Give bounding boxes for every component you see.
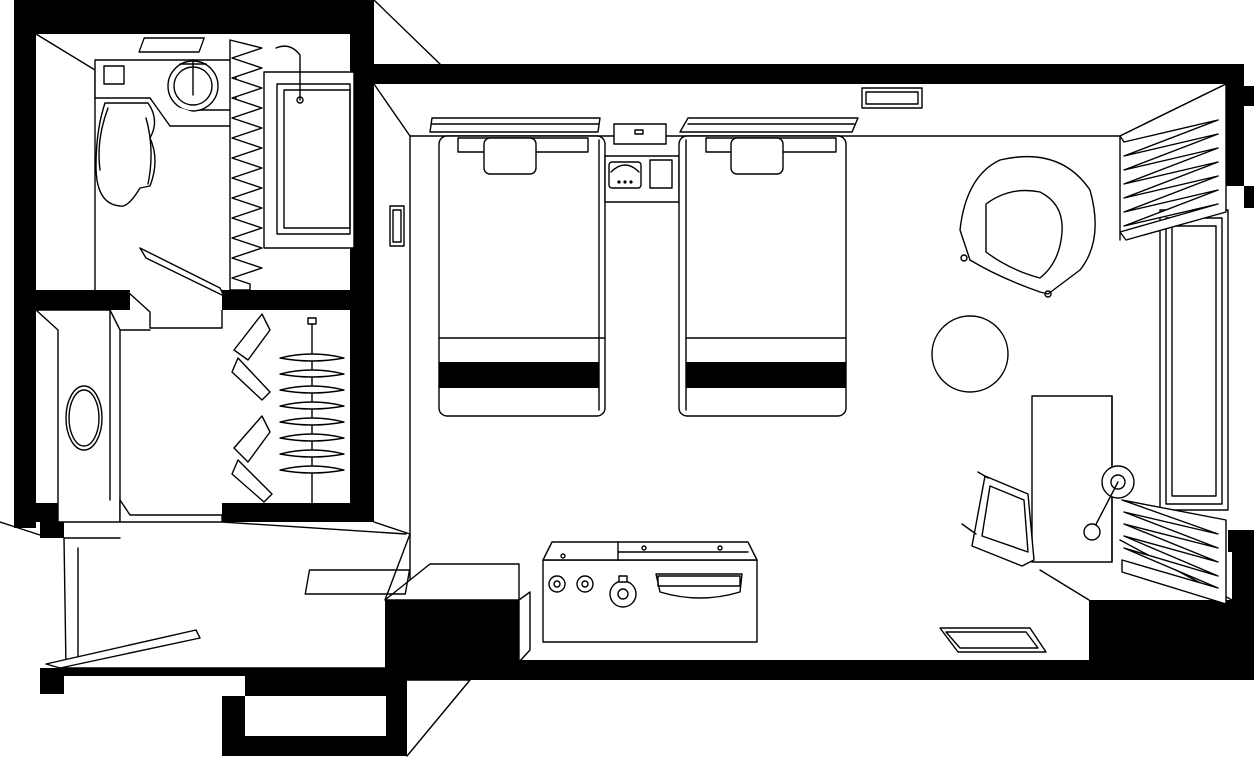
wall-tv-block xyxy=(385,600,519,662)
nightstand xyxy=(604,123,680,203)
bed-right xyxy=(678,117,859,417)
towel-rack xyxy=(138,37,205,53)
bathroom xyxy=(35,33,355,329)
wall-closet-bottom-right xyxy=(222,503,374,522)
telephone xyxy=(608,161,642,189)
entry-door xyxy=(45,629,201,669)
soap-dish xyxy=(103,65,125,85)
luggage-bench xyxy=(304,563,531,663)
armchair xyxy=(959,155,1096,298)
closet xyxy=(35,309,345,523)
wall-left xyxy=(14,0,36,528)
wall-panel xyxy=(389,205,405,247)
wall-right-mid-cap xyxy=(1244,186,1254,208)
headboard-right xyxy=(679,117,859,133)
wall-bottom-right xyxy=(385,552,1254,680)
notepad xyxy=(649,159,673,189)
washbasin xyxy=(167,59,219,112)
vanity-shelf xyxy=(149,97,236,127)
shower xyxy=(263,45,355,249)
pillow-right xyxy=(730,137,784,175)
wall-top-bedroom xyxy=(374,64,1244,84)
curtain-bottom xyxy=(1121,499,1227,605)
oval-mirror xyxy=(65,385,103,451)
wall-right-lower-cap xyxy=(1228,530,1254,552)
bedroom xyxy=(304,83,1229,663)
curtain-top xyxy=(1119,83,1227,241)
pillow-left xyxy=(483,137,537,175)
wall-entry-stub xyxy=(40,522,64,538)
kettle xyxy=(609,575,637,608)
floor-mat xyxy=(939,627,1047,653)
bathroom-door xyxy=(139,247,225,297)
luggage-racks xyxy=(231,313,273,503)
safe xyxy=(548,575,594,593)
desk-lamp xyxy=(1083,465,1135,541)
wall-right-top-cap xyxy=(1244,86,1254,106)
toilet xyxy=(95,102,156,207)
wall-bath-closet xyxy=(14,290,130,310)
shower-curtain xyxy=(229,39,263,291)
air-vent xyxy=(861,87,923,109)
headboard-left xyxy=(429,117,601,133)
hanging-rail xyxy=(279,317,345,505)
wall-top-bathroom xyxy=(14,0,374,34)
entry-hall xyxy=(45,629,386,669)
sink-tray xyxy=(655,573,743,599)
round-table xyxy=(931,315,1009,393)
hangers xyxy=(279,353,345,474)
bed-left xyxy=(429,117,606,417)
wall-bottom-left xyxy=(40,668,407,756)
tv-cabinet xyxy=(542,541,758,643)
wall-right-top xyxy=(1226,64,1244,186)
window xyxy=(1159,209,1229,511)
desk xyxy=(1031,395,1113,563)
desk-chair xyxy=(961,471,1035,567)
wall-bath-closet-right xyxy=(222,290,374,310)
